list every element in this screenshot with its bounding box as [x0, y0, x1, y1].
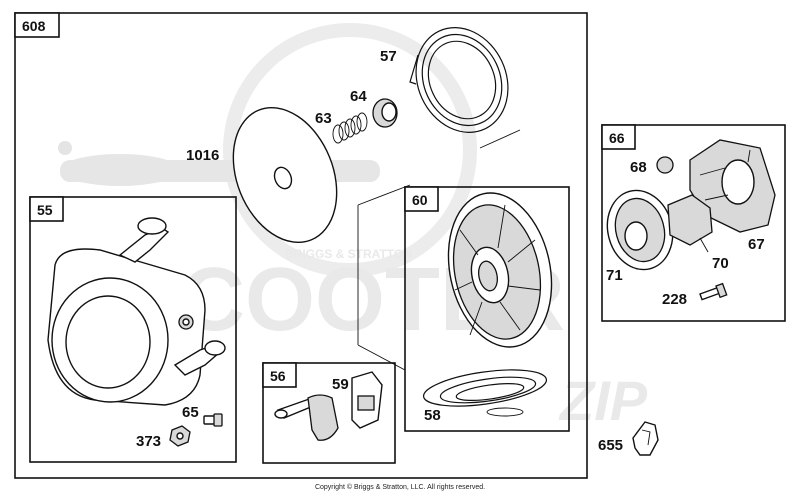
spring-57 — [409, 27, 509, 133]
part-label-228: 228 — [662, 291, 687, 308]
group-608-label: 608 — [22, 18, 46, 34]
bolt-65 — [203, 413, 223, 427]
group-56-label: 60 — [412, 192, 428, 208]
hub-70 — [667, 194, 713, 253]
ball-68 — [656, 156, 674, 174]
alignment-line — [357, 344, 406, 371]
nut-373 — [169, 425, 191, 447]
group-66-tag — [601, 124, 636, 150]
part-label-67: 67 — [748, 236, 765, 253]
alignment-line — [357, 184, 411, 206]
group-66-label: 66 — [609, 130, 625, 146]
part-label-57: 57 — [380, 48, 397, 65]
part-label-63: 63 — [315, 110, 332, 127]
plate-1016 — [232, 106, 338, 244]
handle-60 — [274, 394, 339, 441]
housing-55 — [47, 217, 226, 406]
group-608-tag — [14, 12, 60, 38]
part-label-65: 65 — [182, 404, 199, 421]
clip-655 — [632, 421, 659, 456]
pulley-56 — [447, 192, 553, 348]
screw-228 — [699, 282, 728, 301]
part-label-68: 68 — [630, 159, 647, 176]
pulley-71 — [606, 189, 674, 271]
part-label-655: 655 — [598, 437, 623, 454]
part-label-373: 373 — [136, 433, 161, 450]
spring-58 — [422, 369, 548, 417]
watermark-subtext: ZIP — [558, 369, 648, 432]
group-55-frame — [29, 196, 237, 463]
group-55-label: 55 — [37, 202, 53, 218]
group-60-tag — [262, 362, 297, 388]
group-66-frame — [601, 124, 786, 322]
alignment-line — [479, 129, 521, 149]
part-label-59: 59 — [332, 376, 349, 393]
copyright-notice: Copyright © Briggs & Stratton, LLC. All … — [314, 484, 486, 491]
spring-63 — [332, 112, 368, 144]
part-label-70: 70 — [712, 255, 729, 272]
group-56-frame — [404, 186, 570, 432]
bushing-64 — [372, 98, 398, 128]
watermark-brand: BRIGGS & STRATTON — [285, 247, 412, 261]
group-55-tag — [29, 196, 64, 222]
cup-67 — [689, 139, 776, 233]
part-label-58: 58 — [424, 407, 441, 424]
group-60-frame — [262, 362, 396, 464]
part-label-64: 64 — [350, 88, 367, 105]
group-60-label: 56 — [270, 368, 286, 384]
insert-59 — [351, 371, 383, 429]
part-label-71: 71 — [606, 267, 623, 284]
part-label-1016: 1016 — [186, 147, 219, 164]
group-56-tag — [404, 186, 439, 212]
group-608-frame — [14, 12, 588, 479]
